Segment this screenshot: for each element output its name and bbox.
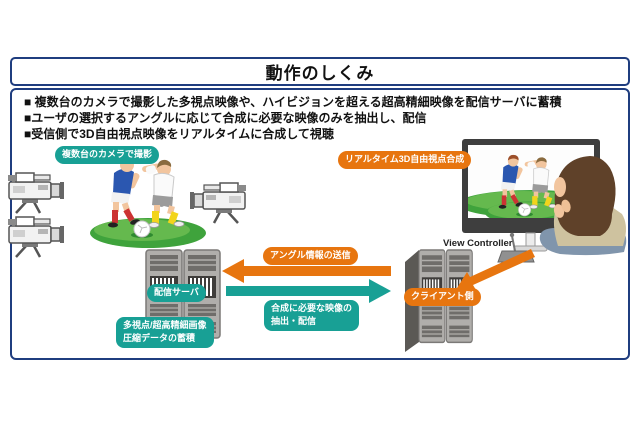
- page-title: 動作のしくみ: [265, 64, 375, 83]
- title-bar: 動作のしくみ: [10, 57, 630, 86]
- remote-to-client-arrow: [457, 249, 535, 290]
- soccer-players-icon: [89, 156, 207, 249]
- bullet-item-2: ■ユーザの選択するアングルに応じて合成に必要な映像のみを抽出し、配信: [24, 111, 427, 125]
- video-camera-icon: [6, 215, 66, 259]
- realtime-synthesis-badge: リアルタイム3D自由視点合成: [338, 151, 472, 170]
- view-controller-label: View Controller: [443, 238, 513, 249]
- angle-info-badge: アングル情報の送信: [263, 247, 358, 266]
- video-camera-icon: [188, 181, 248, 225]
- bullet-list: ■ 複数台のカメラで撮影した多視点映像や、ハイビジョンを超える超高精細映像を配信…: [24, 94, 624, 142]
- video-camera-icon: [6, 171, 66, 215]
- angle-info-arrow: [222, 259, 391, 283]
- extract-deliver-arrow: [226, 279, 391, 303]
- extract-deliver-badge: 合成に必要な映像の 抽出・配信: [264, 300, 360, 332]
- distribution-server-badge: 配信サーバ: [147, 284, 206, 303]
- bullet-item-1: ■ 複数台のカメラで撮影した多視点映像や、ハイビジョンを超える超高精細映像を配信…: [24, 95, 562, 109]
- client-side-badge: クライアント側: [404, 288, 481, 307]
- storage-badge: 多視点/超高精細画像 圧縮データの蓄積: [116, 317, 214, 349]
- person-watching-icon: [539, 156, 627, 256]
- capture-badge: 複数台のカメラで撮影: [55, 146, 160, 165]
- bullet-item-3: ■受信側で3D自由視点映像をリアルタイムに合成して視聴: [24, 127, 334, 141]
